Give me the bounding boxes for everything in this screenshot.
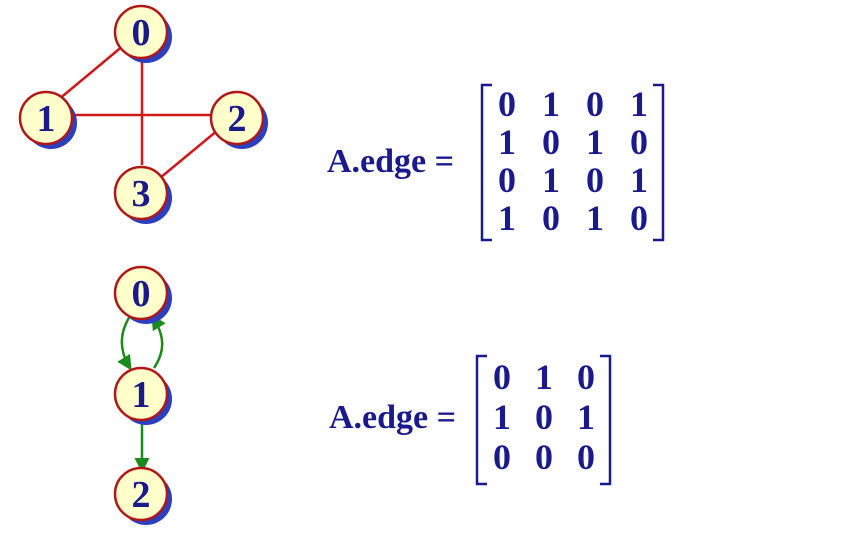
graph2-node-2-label: 2 <box>132 474 151 516</box>
graph2-node-0-label: 0 <box>132 273 151 315</box>
matrix1-right-bracket <box>653 83 665 242</box>
matrix1-label: A.edge = <box>327 143 454 180</box>
matrix1-cell-0-0: 0 <box>498 84 516 124</box>
matrix2-right-bracket <box>600 354 612 486</box>
matrix1-cell-0-2: 0 <box>586 84 604 124</box>
matrix1-left-bracket <box>480 83 492 242</box>
matrix2-cell-0-2: 0 <box>577 357 595 397</box>
matrix2-label: A.edge = <box>329 399 456 436</box>
graph1-node-3-label: 3 <box>132 173 151 215</box>
matrix1-cell-2-3: 1 <box>630 160 648 200</box>
matrix2-cell-1-0: 1 <box>493 397 511 437</box>
graph1-node-3: 3 <box>113 165 172 224</box>
matrix1-cell-3-3: 0 <box>630 198 648 238</box>
matrix1-cell-1-3: 0 <box>630 122 648 162</box>
edge-2-3 <box>159 129 219 179</box>
matrix2-cell-1-1: 0 <box>535 397 553 437</box>
edge-1-to-0 <box>151 314 166 369</box>
graph2-nodes: 0 1 2 <box>113 265 172 525</box>
matrix1-cell-1-0: 1 <box>498 122 516 162</box>
edge-0-to-1 <box>117 315 132 371</box>
graph1-node-2-label: 2 <box>228 98 247 140</box>
graph1-node-0-label: 0 <box>132 12 151 54</box>
matrix2-cell-0-1: 1 <box>535 357 553 397</box>
graph1-node-1-label: 1 <box>37 98 56 140</box>
matrix2-cell-2-2: 0 <box>577 437 595 477</box>
matrix1-cell-2-0: 0 <box>498 160 516 200</box>
graph2-node-1: 1 <box>113 366 172 425</box>
matrix1-cell-2-2: 0 <box>586 160 604 200</box>
matrix1-cell-1-2: 1 <box>586 122 604 162</box>
graph1-node-1: 1 <box>18 90 77 149</box>
matrix1-cell-0-3: 1 <box>630 84 648 124</box>
matrix2-left-bracket <box>475 354 487 486</box>
matrix2-cell-2-0: 0 <box>493 437 511 477</box>
graph1-edges <box>57 44 219 179</box>
matrix2-cell-2-1: 0 <box>535 437 553 477</box>
matrix1-cell-3-0: 1 <box>498 198 516 238</box>
graph1-node-0: 0 <box>113 4 172 63</box>
graph2-node-0: 0 <box>113 265 172 324</box>
matrix1-cell-3-1: 0 <box>542 198 560 238</box>
matrix1-cell-3-2: 1 <box>586 198 604 238</box>
edge-0-1 <box>57 44 125 101</box>
graph1-nodes: 0 1 2 3 <box>18 4 268 224</box>
matrix1-cell-2-1: 1 <box>542 160 560 200</box>
matrix2-cell-1-2: 1 <box>577 397 595 437</box>
matrix2-cell-0-0: 0 <box>493 357 511 397</box>
graph2-node-1-label: 1 <box>132 374 151 416</box>
graph1-node-2: 2 <box>209 90 268 149</box>
graph2-node-2: 2 <box>113 466 172 525</box>
matrix1-cell-1-1: 0 <box>542 122 560 162</box>
matrix1-cell-0-1: 1 <box>542 84 560 124</box>
